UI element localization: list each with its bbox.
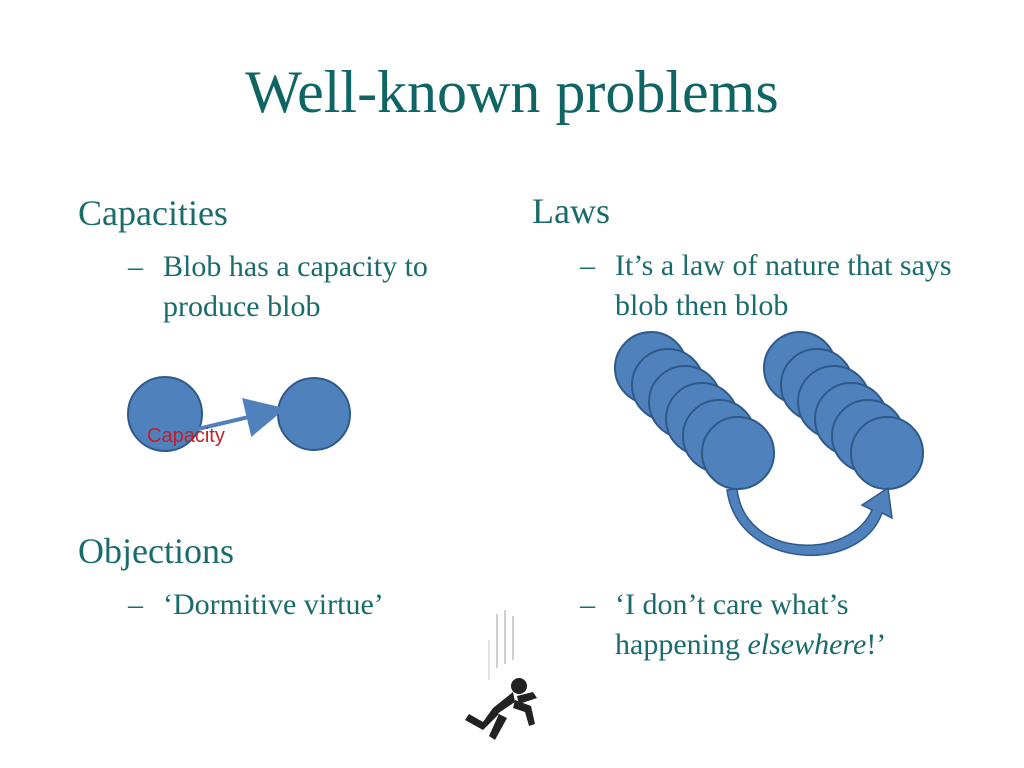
capacities-heading: Capacities [78, 193, 228, 233]
objections-heading: Objections [78, 531, 234, 571]
law-blob [701, 416, 775, 490]
law-curved-arrow [726, 486, 893, 556]
cause-blob [127, 376, 203, 452]
elsewhere-bullet-pre: ‘I don’t care what’s happening [615, 588, 849, 661]
laws-bullet: – It’s a law of nature that says blob th… [580, 246, 980, 326]
capacity-label: Capacity [147, 425, 225, 447]
falling-person-icon [465, 610, 537, 740]
objections-bullet-text: ‘Dormitive virtue’ [163, 588, 384, 621]
laws-bullet-text: It’s a law of nature that says blob then… [615, 249, 952, 322]
elsewhere-bullet: – ‘I don’t care what’s happening elsewhe… [580, 585, 980, 665]
bullet-dash: – [580, 249, 595, 282]
effect-blob [277, 377, 351, 451]
objections-bullet: – ‘Dormitive virtue’ [128, 585, 508, 625]
law-blob [850, 416, 924, 490]
capacity-arrow [184, 398, 286, 437]
capacities-bullet: – Blob has a capacity to produce blob [128, 247, 508, 327]
laws-heading: Laws [532, 191, 610, 231]
elsewhere-bullet-text: ‘I don’t care what’s happening elsewhere… [615, 585, 980, 665]
law-blob-stack-left [614, 331, 775, 490]
elsewhere-bullet-post: !’ [866, 628, 887, 661]
bullet-dash: – [128, 250, 143, 283]
elsewhere-emphasis: elsewhere [747, 628, 867, 661]
bullet-dash: – [580, 588, 595, 621]
bullet-dash: – [128, 588, 143, 621]
law-blob-stack-right [763, 331, 924, 490]
slide-title: Well-known problems [245, 59, 779, 125]
capacity-diagram [127, 376, 351, 452]
capacities-bullet-text: Blob has a capacity to produce blob [163, 250, 428, 323]
